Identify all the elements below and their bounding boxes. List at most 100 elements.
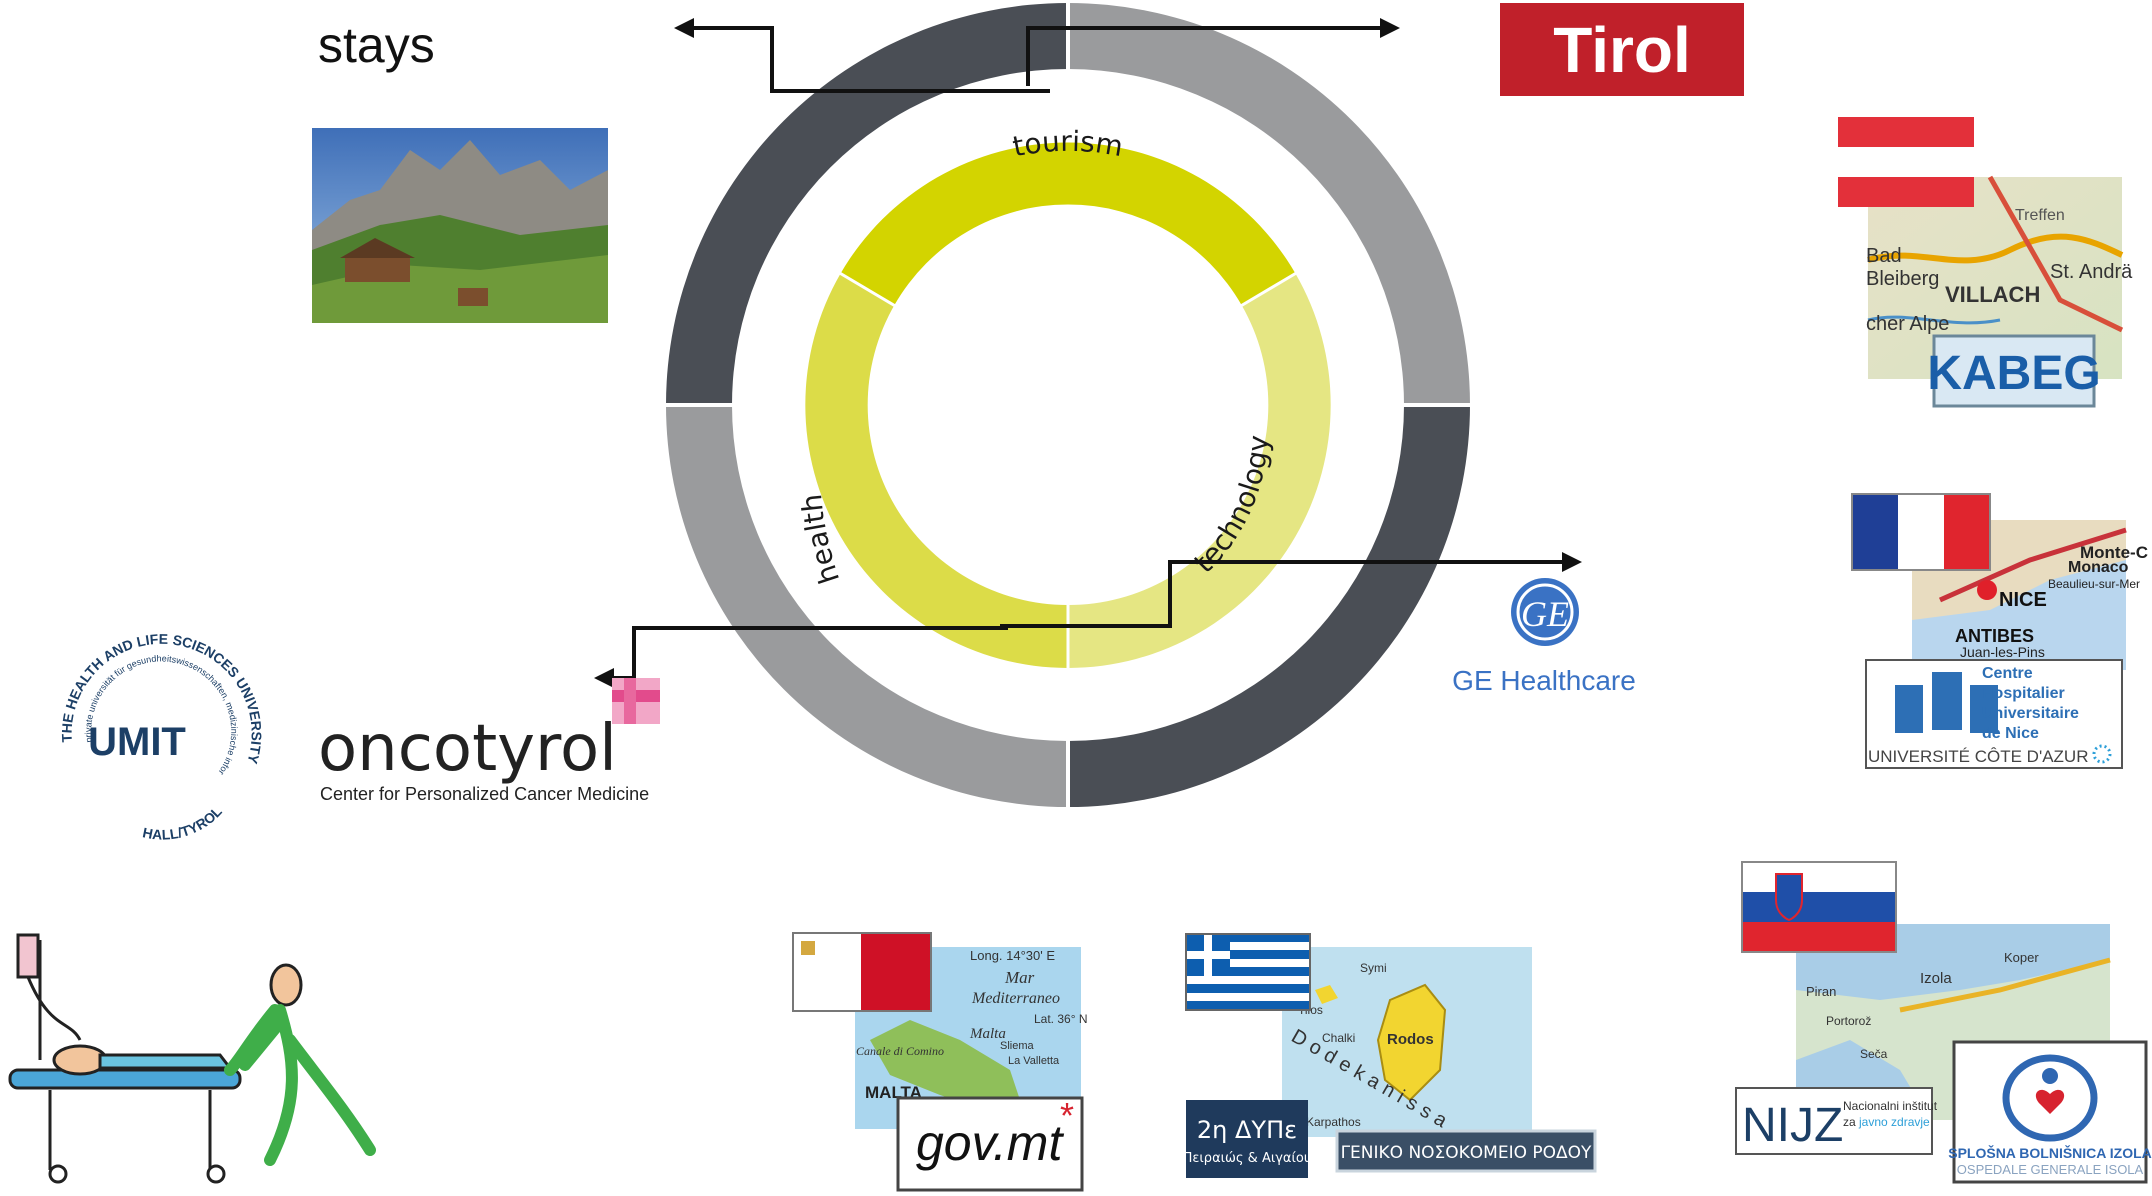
chu-nice-logo: Centre Hospitalier Universitaire de Nice… xyxy=(1865,659,2123,769)
svg-text:Malta: Malta xyxy=(969,1026,1006,1042)
svg-text:St. Andrä: St. Andrä xyxy=(2050,261,2133,283)
svg-text:Seča: Seča xyxy=(1860,1047,1888,1061)
mountain-hut-photo xyxy=(312,128,608,323)
svg-text:Beaulieu-sur-Mer: Beaulieu-sur-Mer xyxy=(2048,577,2140,591)
svg-text:ANTIBES: ANTIBES xyxy=(1955,626,2034,646)
arrowhead-left-stays xyxy=(674,18,694,38)
svg-text:SPLOŠNA BOLNIŠNICA IZOLA: SPLOŠNA BOLNIŠNICA IZOLA xyxy=(1948,1144,2152,1161)
svg-text:Monaco: Monaco xyxy=(2068,559,2129,576)
demographic-change-segment xyxy=(1068,3,1470,405)
greece-group: Symi Rodos Tilos Chalki Karpathos Dodeka… xyxy=(1183,933,1597,1178)
svg-text:Piran: Piran xyxy=(1806,984,1836,999)
svg-text:Chalki: Chalki xyxy=(1322,1031,1355,1045)
malta-flag xyxy=(792,932,932,1012)
svg-text:Lat. 36° N: Lat. 36° N xyxy=(1034,1012,1088,1026)
technology-segment xyxy=(1068,273,1331,668)
svg-text:Mediterraneo: Mediterraneo xyxy=(971,990,1060,1007)
izola-hospital-logo: SPLOŠNA BOLNIŠNICA IZOLA OSPEDALE GENERA… xyxy=(1948,1040,2152,1184)
dype-logo-subtext: Πειραιώς & Αιγαίου xyxy=(1183,1151,1312,1166)
kabeg-logo-text: KABEG xyxy=(1927,347,2100,400)
rhodes-hospital-banner: ΓΕΝΙΚΟ ΝΟΣΟΚΟΜΕΙΟ ΡΟΔΟΥ xyxy=(1335,1129,1597,1173)
rhodes-hospital-text: ΓΕΝΙΚΟ ΝΟΣΟΚΟΜΕΙΟ ΡΟΔΟΥ xyxy=(1341,1143,1592,1163)
rhodes-map: Symi Rodos Tilos Chalki Karpathos Dodeka… xyxy=(1282,947,1532,1137)
svg-text:Hospitalier: Hospitalier xyxy=(1982,685,2065,702)
gov-mt-logo: gov.mt * xyxy=(896,1095,1084,1192)
svg-text:Koper: Koper xyxy=(2004,950,2039,965)
health-segment xyxy=(805,273,1068,668)
svg-text:NICE: NICE xyxy=(1999,589,2047,611)
arrow-line-to-tirol xyxy=(1026,26,1384,86)
svg-text:Karpathos: Karpathos xyxy=(1306,1115,1361,1129)
inner-divider-left xyxy=(837,270,898,309)
svg-text:Juan-les-Pins: Juan-les-Pins xyxy=(1960,644,2045,660)
dype-logo-text: 2η ΔΥΠε xyxy=(1197,1116,1297,1144)
svg-text:Symi: Symi xyxy=(1360,961,1387,975)
arrowhead-right-ge xyxy=(1562,552,1582,572)
svg-text:VILLACH: VILLACH xyxy=(1945,282,2040,307)
svg-text:de Nice: de Nice xyxy=(1982,725,2039,742)
arrow-line-to-ge xyxy=(1000,560,1566,628)
gov-mt-asterisk-icon: * xyxy=(1060,1095,1074,1136)
oncotyrol-text: oncotyrol xyxy=(318,712,617,786)
svg-text:Portorož: Portorož xyxy=(1826,1014,1871,1028)
svg-text:Bleiberg: Bleiberg xyxy=(1866,268,1939,290)
ge-healthcare-logo: GE GE Healthcare xyxy=(1452,578,1636,696)
svg-text:Mar: Mar xyxy=(1004,968,1035,987)
ge-monogram-icon xyxy=(1511,578,1579,646)
universite-cote-azur: UNIVERSITÉ CÔTE D'AZUR xyxy=(1868,747,2089,766)
svg-text:Izola: Izola xyxy=(1920,970,1952,987)
malta-group: Long. 14°30' E Mar Mediterraneo Lat. 36°… xyxy=(792,932,1088,1192)
svg-text:OSPEDALE GENERALE ISOLA: OSPEDALE GENERALE ISOLA xyxy=(1957,1162,2144,1177)
svg-text:Nacionalni inštitut: Nacionalni inštitut xyxy=(1843,1099,1938,1113)
svg-text:Centre: Centre xyxy=(1982,665,2033,682)
svg-text:za javno zdravje: za javno zdravje xyxy=(1843,1115,1930,1129)
arrow-line-to-stays xyxy=(684,26,1050,93)
svg-text:Canale di Comino: Canale di Comino xyxy=(856,1044,944,1058)
inner-ring xyxy=(805,142,1331,671)
svg-text:HALL/TYROL: HALL/TYROL xyxy=(141,803,225,843)
climate-change-segment xyxy=(1068,405,1470,807)
stays-heading: stays xyxy=(318,17,435,73)
svg-text:Bad: Bad xyxy=(1866,245,1902,267)
svg-text:private universität für gesund: private universität für gesundheitswisse… xyxy=(0,0,239,777)
ring-diagram: innovation demographic change globalisat… xyxy=(594,0,1582,810)
oncotyrol-logo: oncotyrol Center for Personalized Cancer… xyxy=(318,678,660,804)
umit-seal: THE HEALTH AND LIFE SCIENCES UNIVERSITY … xyxy=(0,0,265,843)
label-tourism: tourism xyxy=(1010,125,1125,164)
dype-logo: 2η ΔΥΠε Πειραιώς & Αιγαίου xyxy=(1183,1100,1312,1178)
svg-text:Sliema: Sliema xyxy=(1000,1040,1035,1052)
svg-text:Treffen: Treffen xyxy=(2015,207,2065,224)
ge-healthcare-text: GE Healthcare xyxy=(1452,665,1636,696)
arrowhead-left-oncotyrol xyxy=(594,668,614,688)
gov-mt-text: gov.mt xyxy=(916,1115,1064,1171)
svg-text:Rodos: Rodos xyxy=(1387,1031,1434,1048)
globalisation-segment xyxy=(666,405,1068,807)
outer-ring xyxy=(662,0,1474,810)
arrowheads xyxy=(594,18,1582,688)
svg-text:cher Alpe: cher Alpe xyxy=(1866,313,1949,335)
svg-text:Universitaire: Universitaire xyxy=(1982,705,2079,722)
france-group: Monte-C Monaco Beaulieu-sur-Mer NICE ANT… xyxy=(1851,493,2148,769)
oncotyrol-subtitle: Center for Personalized Cancer Medicine xyxy=(320,784,649,804)
nijz-logo: NIJZ Nacionalni inštitut za javno zdravj… xyxy=(1735,1087,1938,1155)
umit-text: UMIT xyxy=(88,720,186,764)
kabeg-logo: KABEG xyxy=(1927,334,2101,408)
arrowhead-right-tirol xyxy=(1380,18,1400,38)
austria-flag xyxy=(1838,117,1974,207)
inner-divider-right xyxy=(1238,270,1299,309)
france-flag xyxy=(1851,493,1991,571)
patient-stretcher-illustration xyxy=(8,933,376,1184)
tirol-logo: Tirol xyxy=(1500,3,1744,96)
slovenia-group: Koper Izola Piran Portorož Seča NIJZ Nac… xyxy=(1735,861,2152,1184)
austria-group: Treffen Bad Bleiberg VILLACH St. Andrä c… xyxy=(1838,117,2133,408)
nijz-text: NIJZ xyxy=(1742,1099,1843,1152)
slovenia-flag xyxy=(1741,861,1897,953)
svg-text:Monte-C: Monte-C xyxy=(2080,543,2148,562)
svg-text:GE: GE xyxy=(1521,594,1569,634)
oncotyrol-dot-grid-icon xyxy=(612,678,660,724)
tourism-segment xyxy=(840,142,1296,306)
svg-text:Long. 14°30' E: Long. 14°30' E xyxy=(970,948,1055,963)
svg-text:La Valletta: La Valletta xyxy=(1008,1055,1060,1067)
greece-flag xyxy=(1185,933,1311,1011)
